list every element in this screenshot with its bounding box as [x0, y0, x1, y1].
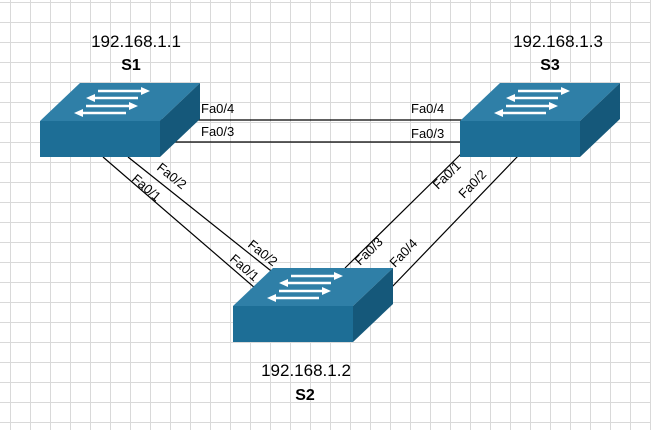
switch-s2[interactable] [231, 266, 395, 344]
port-label-s3-fa04: Fa0/4 [411, 101, 444, 116]
port-label-s1-fa02: Fa0/2 [154, 160, 189, 192]
links [102, 119, 519, 290]
port-label-s1-fa01: Fa0/1 [129, 171, 164, 204]
switch-icon [38, 81, 202, 159]
switch-icon [231, 266, 395, 344]
ip-label-s3: 192.168.1.3 [513, 32, 603, 51]
ip-label-s2: 192.168.1.2 [261, 361, 351, 380]
port-label-s2-fa03: Fa0/3 [352, 234, 386, 268]
switch-icon [458, 81, 622, 159]
port-label-s2-fa04: Fa0/4 [386, 236, 420, 270]
ip-label-s1: 192.168.1.1 [91, 32, 181, 51]
switch-s1[interactable] [38, 81, 202, 159]
name-label-s2: S2 [295, 387, 315, 404]
name-label-s3: S3 [540, 57, 560, 74]
link-s2-fa03-s3-fa01[interactable] [344, 149, 466, 269]
name-label-s1: S1 [121, 57, 141, 74]
switch-s3[interactable] [458, 81, 622, 159]
link-s1-fa01-s2-fa01[interactable] [102, 156, 256, 289]
port-label-s1-fa04: Fa0/4 [201, 101, 234, 116]
link-s2-fa04-s3-fa02[interactable] [389, 155, 519, 290]
port-label-s1-fa03: Fa0/3 [201, 124, 234, 139]
link-s1-fa02-s2-fa02[interactable] [127, 156, 286, 283]
port-label-s3-fa03: Fa0/3 [411, 126, 444, 141]
